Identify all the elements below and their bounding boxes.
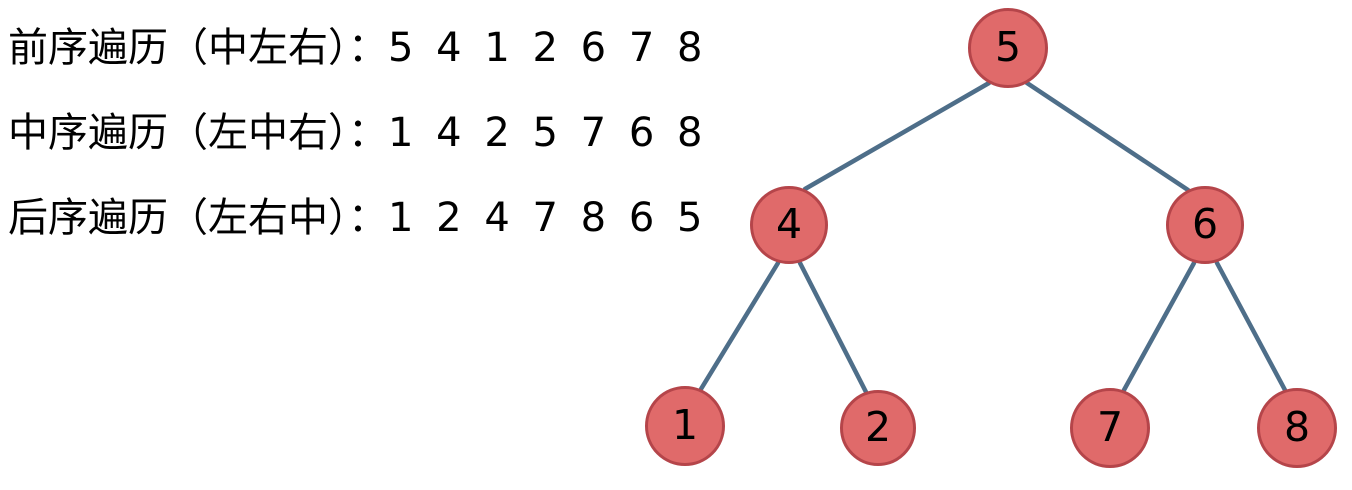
traversal-sequence-preorder: 5 4 1 2 6 7 8: [388, 25, 708, 71]
tree-node-2[interactable]: 2: [840, 390, 916, 466]
tree-node-8[interactable]: 8: [1257, 388, 1337, 468]
tree-node-label-6: 6: [1191, 199, 1219, 248]
tree-node-1[interactable]: 1: [645, 386, 725, 466]
tree-node-6[interactable]: 6: [1166, 186, 1244, 264]
traversal-sequence-postorder: 1 2 4 7 8 6 5: [388, 195, 708, 241]
tree-edge-n6-n7: [1121, 260, 1197, 393]
tree-edge-n6-n8: [1214, 260, 1288, 393]
traversal-line-inorder: 中序遍历（左中右）：1 4 2 5 7 6 8: [8, 113, 707, 153]
traversal-line-preorder: 前序遍历（中左右）：5 4 1 2 6 7 8: [8, 28, 707, 68]
tree-node-label-2: 2: [864, 402, 892, 451]
traversal-label-inorder: 中序遍历（左中右）：: [8, 110, 388, 156]
tree-node-label-5: 5: [994, 22, 1022, 71]
traversal-line-postorder: 后序遍历（左右中）：1 2 4 7 8 6 5: [8, 198, 707, 238]
traversal-text-block: 前序遍历（中左右）：5 4 1 2 6 7 8 中序遍历（左中右）：1 4 2 …: [0, 0, 740, 280]
tree-node-7[interactable]: 7: [1070, 388, 1150, 468]
traversal-sequence-inorder: 1 4 2 5 7 6 8: [388, 110, 708, 156]
tree-node-label-8: 8: [1283, 402, 1311, 451]
tree-node-label-7: 7: [1096, 402, 1124, 451]
tree-node-label-1: 1: [671, 400, 699, 449]
traversal-label-postorder: 后序遍历（左右中）：: [8, 195, 388, 241]
tree-edge-n4-n2: [797, 260, 869, 395]
tree-edge-n4-n1: [698, 260, 781, 392]
tree-edge-n5-n4: [802, 80, 992, 192]
tree-node-5[interactable]: 5: [968, 8, 1048, 88]
tree-edge-n5-n6: [1024, 80, 1191, 193]
traversal-label-preorder: 前序遍历（中左右）：: [8, 25, 388, 71]
tree-node-4[interactable]: 4: [750, 186, 828, 264]
tree-node-label-4: 4: [775, 199, 803, 248]
